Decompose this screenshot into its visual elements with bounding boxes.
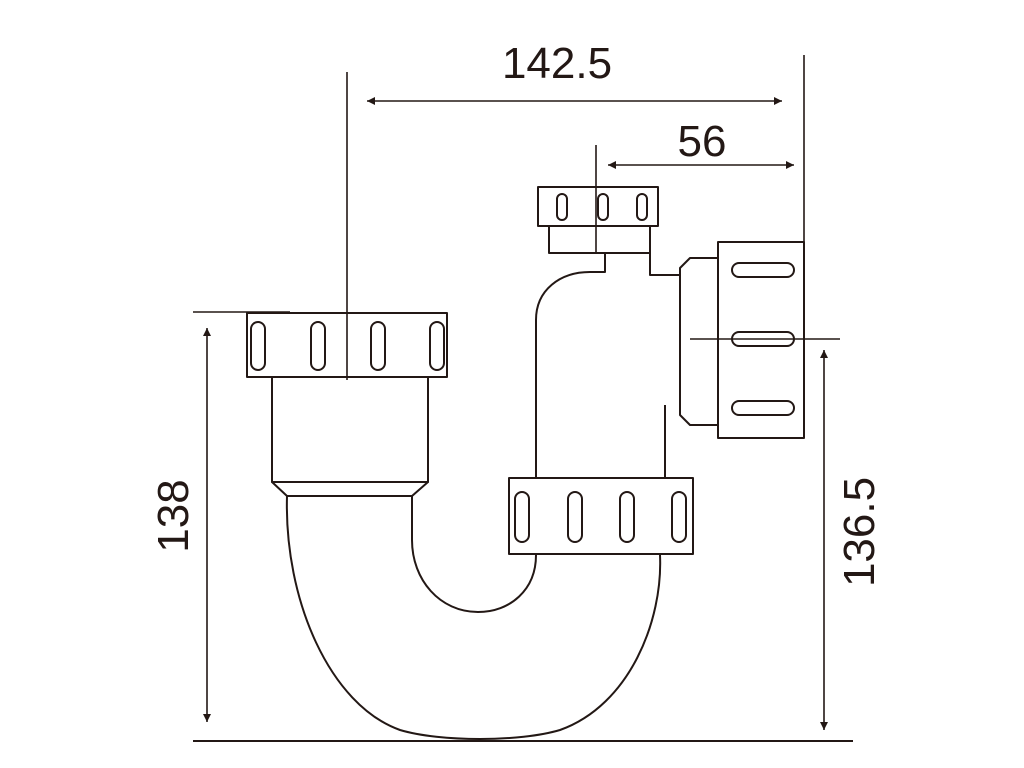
- inlet-tailpiece: [271, 376, 429, 497]
- dimension-outlet-height: 136.5: [820, 350, 884, 730]
- nut-grip-slot: [310, 321, 326, 371]
- connector-grip-slot: [636, 193, 648, 221]
- overflow-connector: [537, 186, 659, 254]
- nut-grip-slot: [671, 491, 687, 543]
- dimension-inlet-height: 138: [149, 328, 211, 722]
- u-bend: [285, 495, 662, 740]
- nut-grip-slot: [370, 321, 386, 371]
- nut-grip-slot: [731, 400, 795, 416]
- dimension-label: 56: [678, 117, 727, 166]
- nut-grip-slot: [429, 321, 445, 371]
- outlet-nut: [679, 241, 805, 439]
- connector-grip-slot: [556, 193, 568, 221]
- nut-grip-slot: [514, 491, 530, 543]
- dimension-outlet-offset: 56: [608, 117, 794, 169]
- nut-grip-slot: [567, 491, 583, 543]
- nut-grip-slot: [619, 491, 635, 543]
- dimension-overall-width: 142.5: [367, 39, 782, 105]
- connector-grip-slot: [597, 193, 609, 221]
- dimension-label: 136.5: [835, 477, 884, 587]
- nut-grip-slot: [731, 262, 795, 278]
- nut-grip-slot: [250, 321, 266, 371]
- riser-pipe: [535, 253, 680, 478]
- dimension-label: 142.5: [502, 39, 612, 88]
- dimension-label: 138: [149, 479, 198, 552]
- trap-nut: [508, 477, 694, 555]
